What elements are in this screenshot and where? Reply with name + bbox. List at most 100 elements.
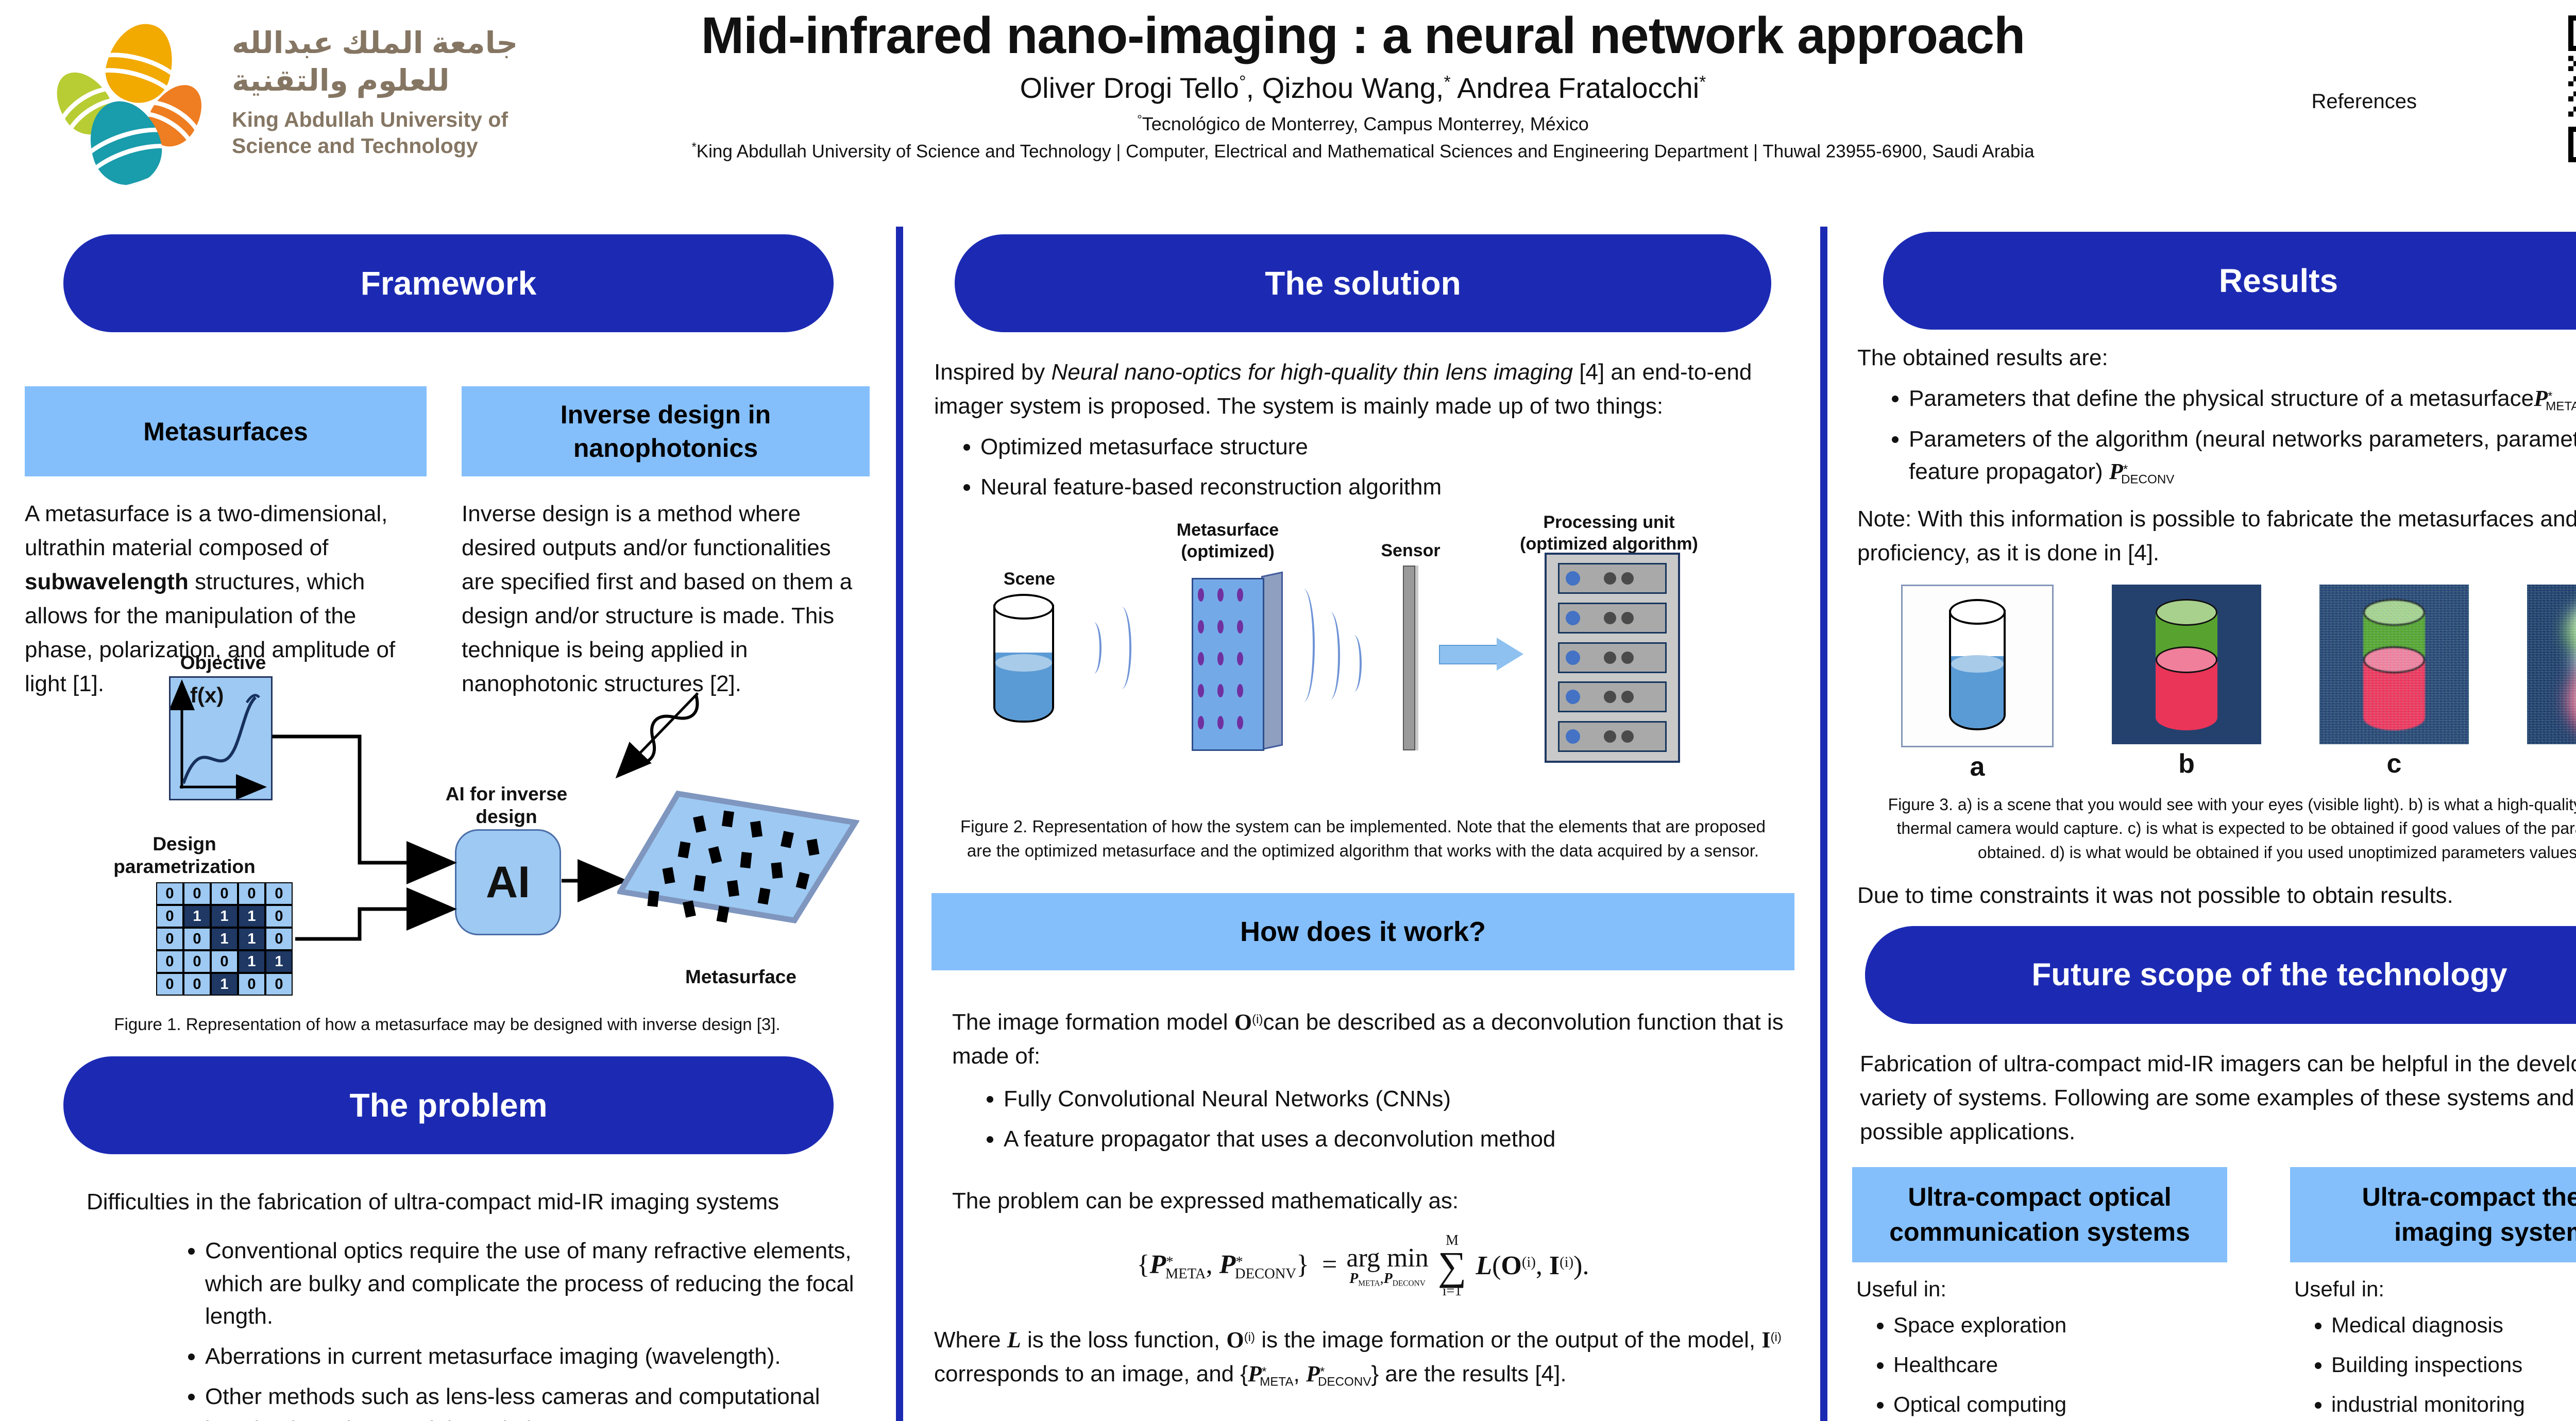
list-item: Parameters of the algorithm (neural netw… bbox=[1909, 423, 2576, 489]
unoptimized-result-image bbox=[2527, 584, 2576, 744]
grid-cell: 1 bbox=[238, 905, 265, 928]
fx-label: f(x) bbox=[190, 683, 224, 707]
metasurface-optimized-label: Metasurface(optimized) bbox=[1176, 520, 1279, 562]
list-item: Optimized metasurface structure bbox=[980, 431, 1794, 464]
results-bullet-list: Parameters that define the physical stru… bbox=[1852, 382, 2576, 489]
subheader-inverse-design: Inverse design in nanophotonics bbox=[462, 386, 870, 476]
metasurface-label: Metasurface bbox=[685, 966, 796, 987]
figure1-connector-arrows bbox=[272, 734, 628, 941]
section-header-problem: The problem bbox=[63, 1056, 834, 1154]
list-item: Healthcare bbox=[1893, 1349, 2227, 1381]
authors-line: Oliver Drogi Tello°, Qizhou Wang,* Andre… bbox=[582, 71, 2144, 105]
grid-cell: 0 bbox=[183, 882, 211, 905]
tools-intro: This optimization problem can be solved … bbox=[931, 1416, 1794, 1421]
grid-cell: 1 bbox=[211, 905, 238, 928]
logo-english-line1: King Abdullah University of bbox=[232, 108, 509, 131]
author-2: Qizhou Wang, bbox=[1262, 72, 1444, 104]
equation-lhs: {P*META, P*DECONV} = bbox=[1137, 1249, 1337, 1282]
scene-label: Scene bbox=[1003, 569, 1056, 589]
inverse-title-line2: nanophotonics bbox=[573, 433, 758, 463]
results-intro: The obtained results are: bbox=[1857, 345, 2108, 370]
list-item: Neural feature-based reconstruction algo… bbox=[980, 471, 1794, 504]
grid-cell: 0 bbox=[183, 950, 211, 973]
figure3-panel-a: a bbox=[1901, 584, 2054, 782]
light-wave-arrow-icon bbox=[615, 692, 699, 779]
how-intro: The image formation model O(i)can be des… bbox=[952, 1009, 1784, 1069]
wave-arc-icon bbox=[1292, 588, 1315, 702]
metasurfaces-paragraph: A metasurface is a two-dimensional, ultr… bbox=[25, 501, 396, 696]
panel-label: c bbox=[2386, 748, 2402, 779]
grid-cell: 0 bbox=[211, 882, 238, 905]
objective-function-plot: f(x) bbox=[169, 676, 273, 800]
logo-arabic-line1: جامعة الملك عبدالله bbox=[232, 26, 518, 60]
grid-cell: 0 bbox=[238, 882, 265, 905]
grid-cell: 0 bbox=[265, 973, 293, 996]
affiliation-1: °Tecnológico de Monterrey, Campus Monter… bbox=[1137, 113, 1589, 134]
grid-cell: 0 bbox=[211, 950, 238, 973]
figure-1: Objective function f(x) Designparametriz… bbox=[25, 652, 870, 1012]
figure3-panel-d: d bbox=[2527, 584, 2576, 782]
affiliation-2-mark: * bbox=[691, 140, 697, 154]
sensor-bar bbox=[1403, 565, 1415, 750]
processing-unit bbox=[1545, 552, 1680, 763]
useful-in-label: Useful in: bbox=[1856, 1277, 1947, 1302]
author-3: Andrea Fratalocchi bbox=[1457, 72, 1700, 104]
figure-2: Scene Metasurface(optimized) bbox=[931, 511, 1794, 805]
optical-applications: Useful in: Space exploration Healthcare … bbox=[1852, 1277, 2227, 1421]
grid-cell: 1 bbox=[265, 950, 293, 973]
grid-cell: 0 bbox=[156, 905, 183, 928]
equation-argmin: arg min PMETA,PDECONV bbox=[1346, 1243, 1429, 1288]
solution-intro: Inspired by Neural nano-optics for high-… bbox=[934, 359, 1752, 419]
author-2-mark: * bbox=[1444, 72, 1451, 92]
ai-box: AI bbox=[455, 829, 561, 935]
list-item: Parameters that define the physical stru… bbox=[1909, 382, 2576, 416]
grid-cell: 0 bbox=[156, 882, 183, 905]
figure-3: a b c bbox=[1901, 584, 2576, 782]
panel-label: a bbox=[1970, 751, 1985, 782]
server-row bbox=[1558, 681, 1667, 713]
subheader-how-does-it-work: How does it work? bbox=[931, 893, 1794, 971]
results-note: Note: With this information is possible … bbox=[1857, 506, 2576, 566]
solution-bullet-list: Optimized metasurface structure Neural f… bbox=[931, 431, 1794, 504]
wave-arc-icon bbox=[1112, 606, 1131, 689]
list-item: Space exploration bbox=[1893, 1310, 2227, 1341]
grid-cell: 0 bbox=[265, 882, 293, 905]
qr-code bbox=[2568, 15, 2576, 162]
server-row bbox=[1558, 563, 1667, 594]
references-label: References bbox=[2311, 90, 2417, 113]
thermal-bullet-list: Medical diagnosis Building inspections i… bbox=[2290, 1310, 2576, 1421]
list-item: Conventional optics require the use of m… bbox=[205, 1235, 870, 1333]
wave-arc-icon bbox=[1086, 622, 1101, 674]
server-row bbox=[1558, 642, 1667, 673]
fx-curve-icon bbox=[169, 679, 267, 800]
optical-bullet-list: Space exploration Healthcare Optical com… bbox=[1852, 1310, 2227, 1421]
grid-cell: 0 bbox=[238, 973, 265, 996]
author-1-mark: ° bbox=[1239, 72, 1246, 92]
header-block: Mid-infrared nano-imaging : a neural net… bbox=[582, 7, 2144, 162]
subheader-thermal-systems: Ultra-compact thermalimaging systems bbox=[2290, 1167, 2576, 1263]
server-row bbox=[1558, 721, 1667, 752]
design-parametrization-grid: 0 0 0 0 0 0 1 1 1 0 0 0 1 1 0 0 0 0 1 1 bbox=[156, 882, 293, 996]
sensor-label: Sensor bbox=[1381, 540, 1440, 560]
list-item: industrial monitoring bbox=[2331, 1389, 2576, 1420]
grid-cell: 0 bbox=[156, 928, 183, 950]
scene-beaker-icon bbox=[993, 593, 1054, 723]
expected-result-image bbox=[2319, 584, 2469, 744]
inverse-title-line1: Inverse design in bbox=[560, 400, 771, 429]
how-bullet-list: Fully Convolutional Neural Networks (CNN… bbox=[931, 1083, 1794, 1156]
figure1-caption: Figure 1. Representation of how a metasu… bbox=[114, 1015, 781, 1034]
kaust-logo-text: جامعة الملك عبدالله للعلوم والتقنية King… bbox=[232, 25, 518, 160]
author-3-mark: * bbox=[1699, 72, 1706, 92]
grid-cell: 1 bbox=[238, 928, 265, 950]
list-item: Other methods such as lens-less cameras … bbox=[205, 1380, 870, 1421]
where-paragraph: Where L is the loss function, O(i) is th… bbox=[934, 1327, 1782, 1389]
problem-bullet-list: Conventional optics require the use of m… bbox=[25, 1235, 870, 1421]
metasurface-parallelogram bbox=[617, 791, 859, 924]
column-divider bbox=[896, 227, 903, 1421]
grid-cell: 0 bbox=[265, 905, 293, 928]
logo-arabic-line2: للعلوم والتقنية bbox=[232, 63, 450, 97]
list-item: A feature propagator that uses a deconvo… bbox=[1004, 1123, 1794, 1156]
